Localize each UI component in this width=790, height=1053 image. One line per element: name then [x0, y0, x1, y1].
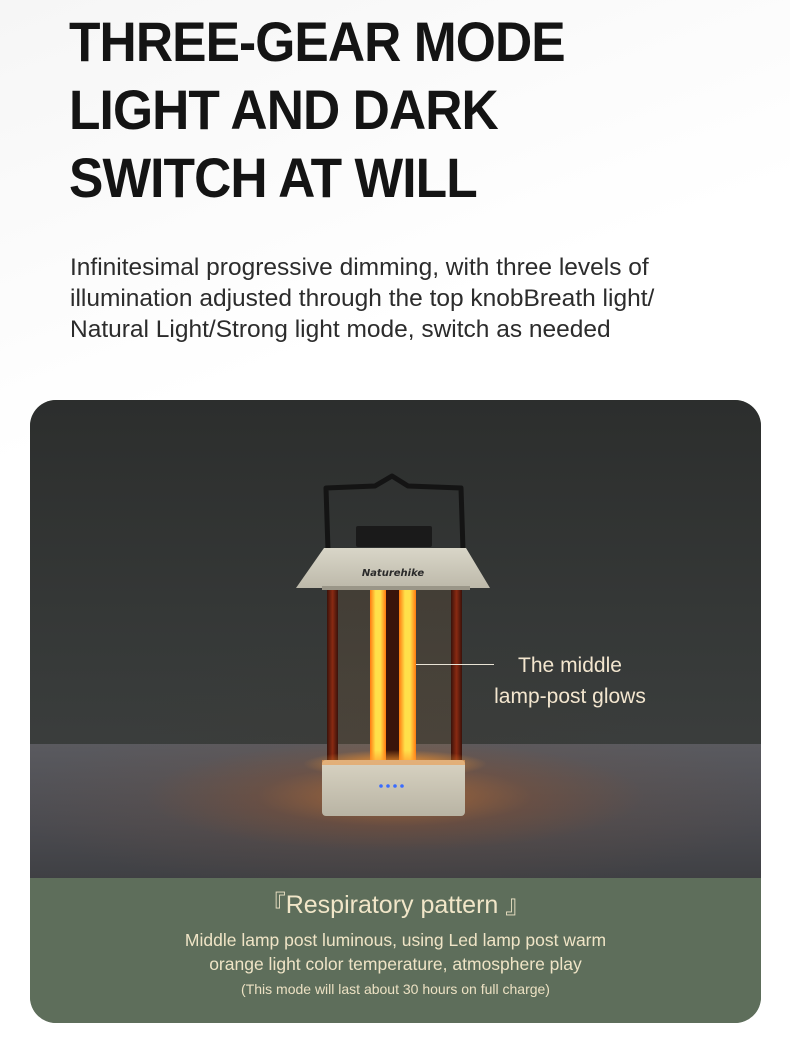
- glow-tube-right: [399, 590, 416, 768]
- subtitle-line-1: Infinitesimal progressive dimming, with …: [70, 254, 649, 281]
- callout-line-1: The middle: [518, 654, 622, 677]
- headline: THREE-GEAR MODE LIGHT AND DARK SWITCH AT…: [69, 8, 566, 212]
- mode-description: Middle lamp post luminous, using Led lam…: [30, 928, 761, 976]
- mode-description-line-1: Middle lamp post luminous, using Led lam…: [184, 930, 607, 950]
- subtitle-line-2: illumination adjusted through the top kn…: [70, 285, 655, 312]
- battery-indicator: [379, 784, 404, 788]
- left-post: [327, 590, 338, 760]
- headline-line-2: LIGHT AND DARK: [69, 78, 499, 141]
- mode-info-band: [30, 878, 761, 1023]
- callout-text: The middle lamp-post glows: [470, 650, 670, 712]
- lantern-knob: [356, 526, 432, 547]
- glow-tube-left: [370, 590, 386, 768]
- right-post: [451, 590, 462, 760]
- callout-line-2: lamp-post glows: [494, 685, 646, 708]
- lantern-illustration: Naturehike: [296, 473, 490, 816]
- mode-note: (This mode will last about 30 hours on f…: [241, 981, 550, 997]
- lantern-roof: [296, 548, 490, 588]
- headline-line-1: THREE-GEAR MODE: [69, 10, 566, 73]
- subtitle-line-3: Natural Light/Strong light mode, switch …: [70, 316, 611, 343]
- product-photo: Naturehike The: [30, 400, 761, 878]
- mode-description-line-2: orange light color temperature, atmosphe…: [209, 954, 582, 974]
- headline-line-3: SWITCH AT WILL: [69, 146, 478, 209]
- mode-title: 『Respiratory pattern 』: [260, 891, 531, 919]
- lantern-handle: [323, 473, 466, 551]
- brand-logo: Naturehike: [362, 568, 425, 579]
- subtitle: Infinitesimal progressive dimming, with …: [70, 252, 750, 345]
- mode-card: Naturehike The: [30, 400, 761, 1023]
- lantern-base: [322, 760, 465, 816]
- callout-line: [416, 664, 494, 665]
